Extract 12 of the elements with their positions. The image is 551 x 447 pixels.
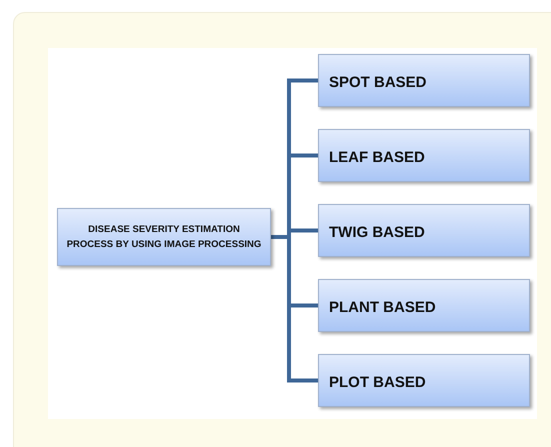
box-label: TWIG BASED [329, 223, 425, 244]
box-label: PLOT BASED [329, 373, 426, 394]
box-label: SPOT BASED [329, 73, 427, 94]
process-box [318, 204, 530, 257]
process-box [318, 129, 530, 182]
box-label: PLANT BASED [329, 298, 436, 318]
box-label: DISEASE SEVERITY ESTIMATION PROCESS BY USING IMAGE PROCESSING [66, 223, 262, 252]
process-box [57, 208, 271, 266]
box-label: LEAF BASED [329, 148, 425, 168]
process-box [318, 279, 530, 332]
process-box [318, 354, 530, 407]
process-box [318, 54, 530, 107]
